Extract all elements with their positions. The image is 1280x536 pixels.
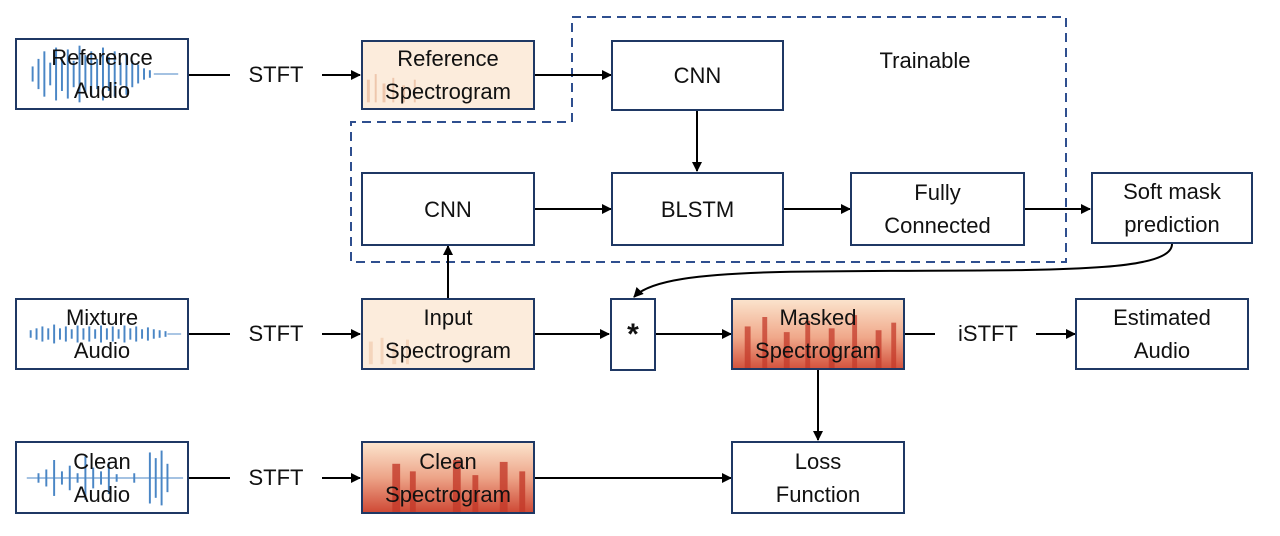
node-label: Spectrogram: [755, 338, 881, 363]
input-spectrogram-node: Input Spectrogram: [361, 298, 535, 370]
mixture-audio-node: Mixture Audio: [15, 298, 189, 370]
node-label: Clean: [419, 448, 477, 474]
stft-label-clean: STFT: [248, 465, 304, 490]
node-label: Audio: [73, 78, 131, 103]
stft-label-reference: STFT: [248, 62, 304, 87]
reference-spectrogram-node: Reference Spectrogram: [361, 40, 535, 110]
trainable-region: [350, 16, 1067, 263]
blstm-node: BLSTM: [611, 172, 784, 246]
estimated-audio-node: Estimated Audio: [1075, 298, 1249, 370]
node-label: Clean: [73, 448, 131, 474]
node-label: Mixture: [65, 305, 139, 330]
trainable-label: Trainable: [879, 48, 971, 73]
node-label: CNN: [424, 196, 472, 222]
node-label: Connected: [884, 213, 991, 238]
node-label: Soft mask: [1123, 179, 1221, 204]
node-label: Masked: [779, 305, 857, 330]
stft-label-mixture: STFT: [248, 321, 304, 346]
audio-waveform-icon: [31, 45, 179, 103]
multiply-symbol: *: [627, 317, 639, 351]
masked-spectrogram-node: Masked Spectrogram: [731, 298, 905, 370]
multiply-operator: *: [610, 298, 656, 371]
fully-connected-node: Fully Connected: [850, 172, 1025, 246]
spectrogram-icon: [363, 443, 533, 512]
node-label: Audio: [73, 481, 131, 507]
node-label: Fully: [914, 180, 961, 205]
node-label: prediction: [1124, 212, 1220, 237]
node-label: Spectrogram: [385, 481, 511, 507]
loss-function-node: Loss Function: [731, 441, 905, 514]
node-label: Function: [775, 481, 861, 507]
node-label: Audio: [1133, 338, 1191, 363]
node-label: Spectrogram: [385, 79, 511, 104]
soft-mask-node: Soft mask prediction: [1091, 172, 1253, 244]
node-label: BLSTM: [660, 196, 735, 222]
clean-spectrogram-node: Clean Spectrogram: [361, 441, 535, 514]
audio-waveform-icon: [26, 450, 184, 506]
spectrogram-icon: [363, 42, 533, 108]
cnn-input-node: CNN: [361, 172, 535, 246]
edge-softmask-mult: [633, 243, 1173, 298]
reference-audio-node: Reference Audio: [15, 38, 189, 110]
clean-audio-node: Clean Audio: [15, 441, 189, 514]
node-label: Audio: [73, 338, 131, 363]
spectrogram-icon: [363, 300, 533, 368]
audio-waveform-icon: [29, 324, 182, 344]
node-label: Estimated: [1113, 305, 1211, 330]
istft-label: iSTFT: [958, 321, 1018, 346]
node-label: Input: [423, 305, 473, 330]
node-label: Reference: [51, 45, 153, 70]
cnn-reference-node: CNN: [611, 40, 784, 111]
node-label: Spectrogram: [385, 338, 511, 363]
node-label: Loss: [794, 448, 842, 474]
spectrogram-icon: [733, 300, 903, 368]
node-label: Reference: [397, 46, 499, 71]
node-label: CNN: [673, 63, 722, 88]
